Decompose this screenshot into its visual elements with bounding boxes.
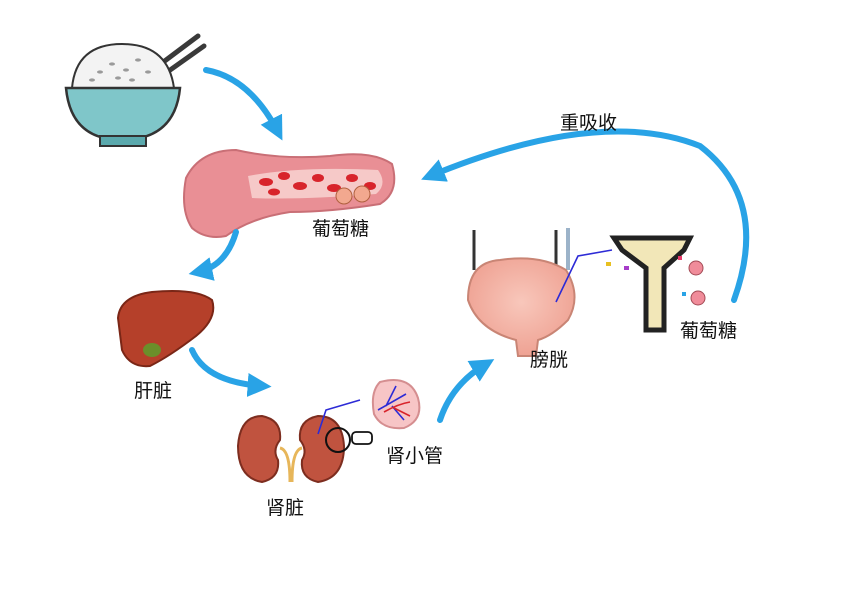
kidney bbox=[236, 414, 346, 484]
arrow-tubule-to-bladder bbox=[437, 359, 495, 423]
glucose-molecule-icon bbox=[335, 185, 371, 205]
arrow-blood-to-liver bbox=[188, 229, 239, 281]
arrow-liver-to-kidney bbox=[189, 347, 272, 397]
label-liver: 肝脏 bbox=[134, 380, 173, 402]
label-blood-glucose: 葡萄糖 bbox=[312, 218, 370, 240]
label-reabsorption: 重吸收 bbox=[560, 112, 618, 134]
flow-arrows bbox=[188, 67, 750, 423]
tubule-section bbox=[606, 235, 706, 333]
bladder bbox=[466, 228, 576, 357]
arrow-food-to-blood bbox=[203, 67, 283, 141]
glucose-molecule-icon bbox=[688, 260, 706, 306]
kidney-section bbox=[371, 379, 421, 430]
label-bladder: 膀胱 bbox=[530, 349, 569, 371]
blood-vessel bbox=[183, 148, 396, 238]
pointer-line-kidney bbox=[317, 399, 361, 435]
rice-bowl-icon bbox=[64, 33, 207, 147]
liver bbox=[116, 290, 215, 368]
label-tubule: 肾小管 bbox=[386, 445, 444, 467]
pointer-line-bladder bbox=[555, 249, 613, 303]
magnifier-icon bbox=[325, 427, 373, 453]
label-kidney: 肾脏 bbox=[266, 497, 305, 519]
label-urine-glucose: 葡萄糖 bbox=[680, 320, 738, 342]
arrow-reabsorption bbox=[421, 128, 750, 303]
